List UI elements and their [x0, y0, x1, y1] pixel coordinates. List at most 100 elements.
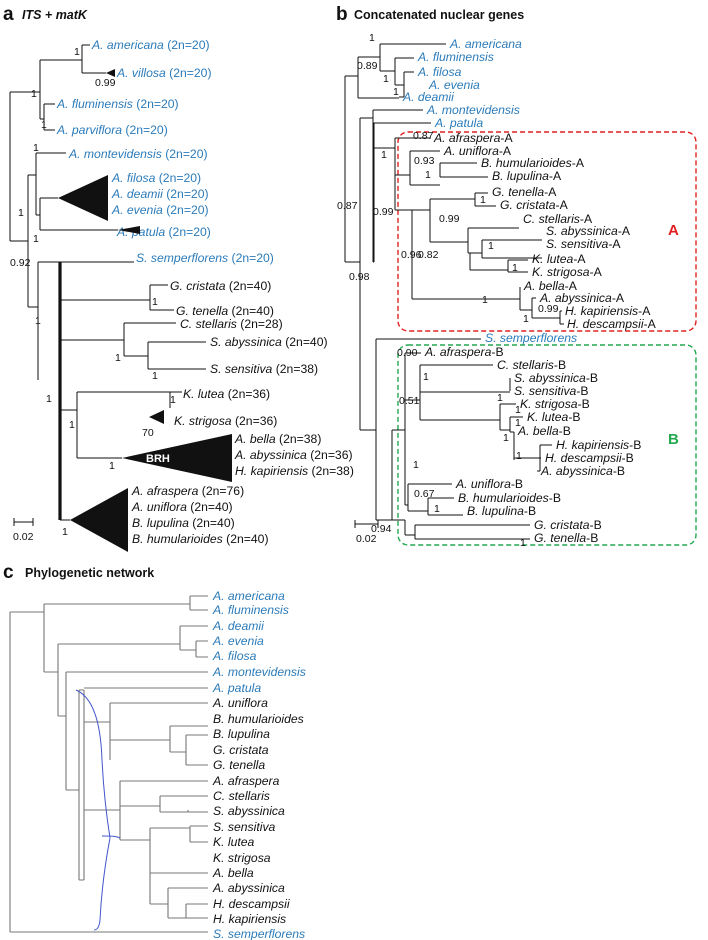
taxon-label: S. abyssinica	[213, 804, 285, 818]
taxon-label: A. afraspera-A	[433, 131, 513, 145]
support-value: 1	[480, 194, 486, 206]
taxon-label: A. bella-A	[523, 279, 578, 293]
taxon-label: S. abyssinica-A	[546, 224, 631, 238]
scale-bar	[13, 518, 34, 526]
support-value: 0.99	[95, 77, 116, 89]
taxon-label: S. semperflorens (2n=20)	[136, 251, 274, 265]
taxon-label: A. patula	[434, 116, 483, 130]
taxon-label: A. uniflora-A	[443, 144, 512, 158]
support-value: 1	[383, 73, 389, 85]
taxon-label: A. villosa (2n=20)	[116, 66, 212, 80]
brh-clade-label: BRH	[146, 453, 170, 465]
support-value: 1	[515, 417, 521, 429]
support-value: 1	[423, 371, 429, 383]
taxon-label: K. strigosa (2n=36)	[174, 414, 277, 428]
taxon-label: A. fluminensis	[417, 50, 494, 64]
taxon-label: G. tenella	[213, 758, 265, 772]
taxon-label: H. descampsii-B	[545, 451, 634, 465]
support-value: 1	[369, 32, 375, 44]
taxon-label: B. lupulina (2n=40)	[132, 516, 235, 530]
taxon-label: H. kapiriensis (2n=38)	[235, 464, 354, 478]
taxon-label: G. cristata-A	[500, 198, 569, 212]
taxon-label: K. strigosa	[213, 851, 271, 865]
support-value: 1	[170, 394, 176, 406]
support-value: 0.94	[371, 523, 392, 535]
taxon-label: H. kapiriensis-A	[565, 304, 651, 318]
panel-a-letter: a	[3, 4, 14, 25]
support-value: 0.87	[413, 130, 434, 142]
support-value: 1	[31, 88, 37, 100]
taxon-label: H. descampsii-A	[567, 317, 657, 331]
group-b-box	[397, 344, 697, 546]
support-value: 0.98	[349, 271, 370, 283]
panel-a-supports: 1 0.99 1 1 1 1 0.92 1 1 1 1 1 1 1 70 1 1…	[10, 46, 176, 538]
support-value: 1	[381, 149, 387, 161]
reticulation-line	[75, 689, 121, 931]
taxon-label: B. lupulina-B	[467, 504, 536, 518]
support-value: 1	[393, 86, 399, 98]
taxon-label: K. lutea (2n=36)	[183, 387, 270, 401]
taxon-label: H. kapiriensis-B	[556, 438, 641, 452]
scale-bar-label: 0.02	[13, 531, 34, 543]
support-value: 1	[41, 119, 47, 131]
taxon-label: B. humularioides-B	[458, 491, 561, 505]
support-value: 1	[515, 404, 521, 416]
support-value: 1	[33, 233, 39, 245]
panel-a-taxa: A. americana (2n=20) A. villosa (2n=20) …	[56, 38, 354, 546]
taxon-label: G. tenella-B	[534, 531, 598, 545]
support-value: 1	[516, 450, 522, 462]
support-value: 1	[503, 432, 509, 444]
support-value: 0.87	[337, 200, 358, 212]
taxon-label: S. abyssinica (2n=40)	[210, 335, 328, 349]
support-value: 1	[33, 142, 39, 154]
support-value: 0.93	[414, 155, 435, 167]
taxon-label: A. bella (2n=38)	[234, 432, 321, 446]
panel-c-title: Phylogenetic network	[25, 566, 154, 580]
support-value: 0.99	[373, 206, 394, 218]
support-value: 1	[74, 46, 80, 58]
taxon-label: B. lupulina-A	[492, 169, 562, 183]
support-value: 1	[152, 370, 158, 382]
support-value: 0.82	[418, 249, 439, 261]
support-value: 70	[142, 427, 154, 439]
taxon-label: C. stellaris-B	[497, 358, 566, 372]
taxon-label: S. abyssinica-B	[514, 371, 598, 385]
taxon-label: K. strigosa-A	[532, 265, 603, 279]
taxon-label: A. fluminensis	[212, 603, 289, 617]
taxon-label: A. fluminensis (2n=20)	[56, 97, 179, 111]
taxon-label: G. cristata	[213, 743, 269, 757]
support-value: 1	[69, 419, 75, 431]
taxon-label: K. lutea	[213, 835, 255, 849]
taxon-label: S. sensitiva-A	[546, 237, 621, 251]
taxon-label: A. abyssinica-B	[540, 464, 625, 478]
support-value: 1	[35, 315, 41, 327]
support-value: 1	[413, 459, 419, 471]
support-value: 1	[46, 393, 52, 405]
group-a-label: A	[668, 222, 679, 239]
taxon-label: A. abyssinica-A	[539, 291, 625, 305]
taxon-label: A. bella-B	[517, 424, 571, 438]
taxon-label: A. filosa	[417, 65, 462, 79]
taxon-label: A. evenia	[428, 78, 480, 92]
support-value: 1	[520, 537, 526, 549]
taxon-label: A. montevidensis	[426, 103, 520, 117]
scale-bar-label: 0.02	[356, 533, 377, 545]
support-value: 1	[425, 169, 431, 181]
taxon-label: A. deamii	[402, 90, 454, 104]
support-value: 0.89	[357, 60, 378, 72]
taxon-label: C. stellaris	[213, 789, 270, 803]
panel-c: c Phylogenetic network A. americana A. f…	[3, 562, 306, 940]
taxon-label: C. stellaris (2n=28)	[180, 317, 283, 331]
taxon-label: A. uniflora	[212, 696, 268, 710]
taxon-label: B. humularioides	[213, 712, 304, 726]
support-value: 0.96	[401, 249, 422, 261]
taxon-label: A. filosa	[212, 649, 257, 663]
taxon-label: B. lupulina	[213, 727, 270, 741]
support-value: 0.99	[439, 213, 460, 225]
taxon-label: A. abyssinica	[212, 881, 285, 895]
support-value: 1	[512, 262, 518, 274]
panel-c-branches	[9, 595, 208, 933]
support-value: 0.99	[538, 303, 559, 315]
support-value: 1	[488, 240, 494, 252]
